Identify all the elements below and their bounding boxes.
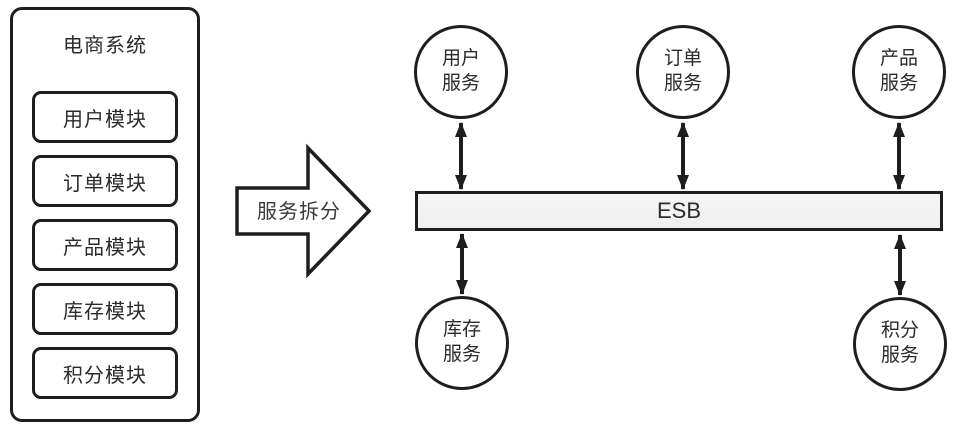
module-box-points: 积分模块 <box>32 347 178 399</box>
module-box-product: 产品模块 <box>32 219 178 271</box>
service-split-arrow <box>235 143 372 279</box>
module-list: 用户模块 订单模块 产品模块 库存模块 积分模块 <box>13 91 197 399</box>
service-label: 产品 服务 <box>879 48 918 94</box>
monolith-title: 电商系统 <box>63 35 147 57</box>
module-label: 库存模块 <box>63 300 147 323</box>
module-label: 积分模块 <box>63 364 147 387</box>
service-label: 库存 服务 <box>442 319 481 365</box>
service-label: 积分 服务 <box>880 320 919 366</box>
module-label: 订单模块 <box>63 172 147 195</box>
service-circle-points: 积分 服务 <box>853 297 947 391</box>
service-label: 用户 服务 <box>441 48 480 94</box>
service-circle-inventory: 库存 服务 <box>415 296 509 390</box>
monolith-panel: 电商系统 用户模块 订单模块 产品模块 库存模块 积分模块 <box>10 7 200 422</box>
service-split-label: 服务拆分 <box>257 200 341 223</box>
module-box-order: 订单模块 <box>32 155 178 207</box>
service-label: 订单 服务 <box>663 48 702 94</box>
esb-label: ESB <box>656 198 702 223</box>
service-circle-user: 用户 服务 <box>414 25 508 119</box>
module-box-inventory: 库存模块 <box>32 283 178 335</box>
module-box-user: 用户模块 <box>32 91 178 143</box>
service-circle-order: 订单 服务 <box>636 25 730 119</box>
service-circle-product: 产品 服务 <box>852 25 946 119</box>
esb-bar: ESB <box>415 191 943 231</box>
module-label: 产品模块 <box>63 236 147 259</box>
module-label: 用户模块 <box>63 108 147 131</box>
